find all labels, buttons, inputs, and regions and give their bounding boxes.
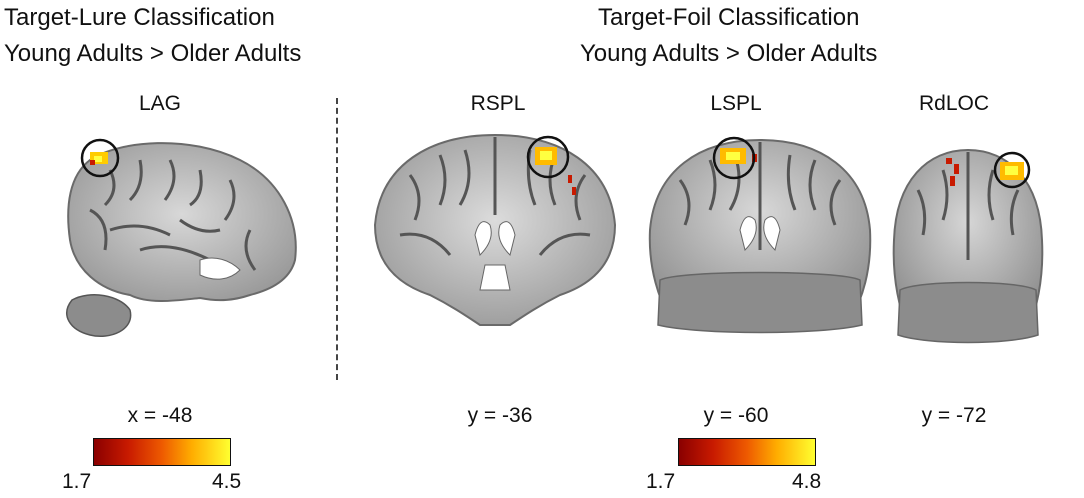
- roi-circle-rdloc: [993, 151, 1031, 189]
- region-label-lspl: LSPL: [710, 92, 762, 115]
- roi-circle-lspl: [712, 136, 756, 180]
- roi-circle-lag: [80, 138, 120, 178]
- brain-coronal-rspl: [373, 133, 617, 326]
- coordinate-rspl: y = -36: [467, 404, 533, 427]
- right-title-line2: Young Adults > Older Adults: [580, 40, 878, 67]
- region-label-lag: LAG: [138, 92, 182, 115]
- colorbar-right-max: 4.8: [792, 470, 822, 493]
- panel-divider: [336, 98, 338, 380]
- colorbar-right-min: 1.7: [646, 470, 676, 493]
- brain-coronal-lspl: [648, 136, 872, 334]
- region-label-rspl: RSPL: [470, 92, 526, 115]
- coordinate-lag: x = -48: [127, 404, 193, 427]
- roi-circle-rspl: [526, 135, 570, 179]
- coordinate-rdloc: y = -72: [921, 404, 987, 427]
- coordinate-lspl: y = -60: [703, 404, 769, 427]
- left-title-line1: Target-Lure Classification: [4, 4, 275, 31]
- left-title-line2: Young Adults > Older Adults: [4, 40, 302, 67]
- right-title-line1: Target-Foil Classification: [598, 4, 860, 31]
- region-label-rdloc: RdLOC: [918, 92, 990, 115]
- colorbar-left-max: 4.5: [212, 470, 242, 493]
- brain-sagittal-lag: [66, 138, 297, 337]
- colorbar-left-min: 1.7: [62, 470, 92, 493]
- brain-coronal-rdloc: [892, 148, 1044, 344]
- colorbar-right: [678, 438, 816, 466]
- colorbar-left: [93, 438, 231, 466]
